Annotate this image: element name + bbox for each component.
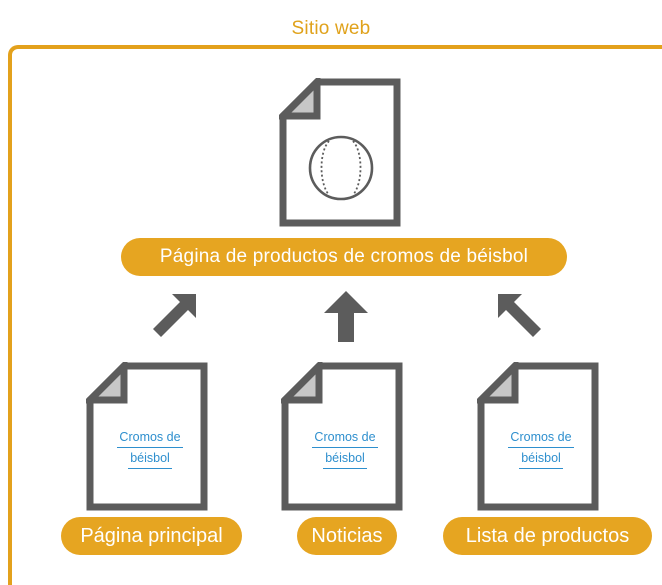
home-page-link[interactable]: Cromos de béisbol	[110, 427, 190, 469]
news-page-link-line1[interactable]: Cromos de	[312, 427, 378, 448]
news-page-document-icon	[281, 362, 403, 511]
product-list-link-line2[interactable]: béisbol	[519, 448, 563, 469]
arrow-up-left-icon	[498, 294, 541, 337]
product-list-document-icon	[477, 362, 599, 511]
product-list-link[interactable]: Cromos de béisbol	[501, 427, 581, 469]
home-page-document-icon	[86, 362, 208, 511]
arrow-up-right-icon	[153, 294, 196, 337]
main-page-label: Página de productos de cromos de béisbol	[121, 238, 567, 276]
arrow-up-icon	[324, 291, 368, 342]
news-page-link[interactable]: Cromos de béisbol	[305, 427, 385, 469]
home-page-label: Página principal	[61, 517, 242, 555]
main-page-document-icon	[279, 78, 401, 227]
news-page-label: Noticias	[297, 517, 397, 555]
home-page-link-line2[interactable]: béisbol	[128, 448, 172, 469]
home-page-link-line1[interactable]: Cromos de	[117, 427, 183, 448]
news-page-link-line2[interactable]: béisbol	[323, 448, 367, 469]
product-list-link-line1[interactable]: Cromos de	[508, 427, 574, 448]
site-frame-title: Sitio web	[291, 18, 371, 39]
product-list-label: Lista de productos	[443, 517, 652, 555]
baseball-icon	[308, 135, 374, 201]
site-frame	[8, 45, 662, 585]
